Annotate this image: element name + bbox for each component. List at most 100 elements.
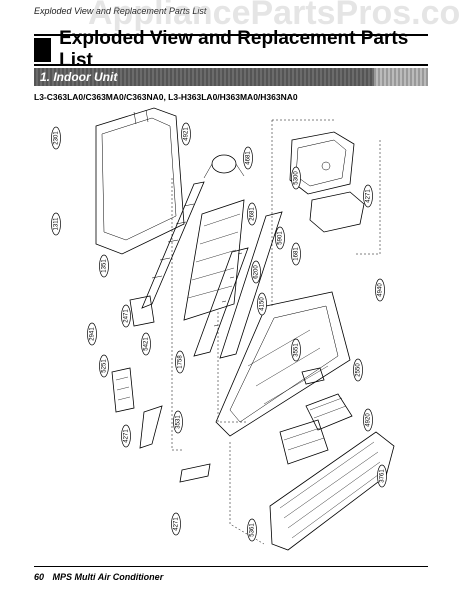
callout-oval [121,424,131,448]
control-box [289,131,355,195]
remote-holder [139,405,163,449]
cross-flow-fan [141,181,205,309]
callout-oval [275,226,285,250]
fan-motor [211,154,237,174]
part-number: 5361 [250,523,256,537]
part-number: 2550 [356,363,362,377]
callout-oval [99,354,109,378]
part-callout-4150: 4150 [257,292,267,316]
part-callout-5300: 5300 [291,166,301,190]
page-footer: 60 MPS Multi Air Conditioner [34,572,163,582]
callout-oval [247,202,257,226]
callout-oval [251,260,261,284]
callout-oval [377,464,387,488]
callout-oval [175,350,185,374]
callout-oval [51,126,61,150]
callout-oval [181,122,191,146]
callout-oval [173,410,183,434]
front-grille [215,291,351,437]
chassis-frame [95,107,185,255]
part-number: 4921 [184,127,190,141]
part-number: 1311 [54,217,60,231]
part-number: 4940 [378,283,384,297]
part-number: 1681 [294,247,300,261]
part-callout-4681: 4681 [243,146,253,170]
part-number: 3551 [294,343,300,357]
part-callout-1311: 1311 [51,212,61,236]
part-callout-4271: 4271 [363,184,373,208]
part-number: 4681 [246,151,252,165]
part-callout-2471: 2471 [121,304,131,328]
title-bar: Exploded View and Replacement Parts List [34,28,428,71]
callout-oval [243,146,253,170]
part-callout-2681: 2681 [247,202,257,226]
part-callout-5901: 5901 [275,226,285,250]
part-callout-4940: 4940 [375,278,385,302]
part-number: 5901 [278,231,284,245]
section-bar: 1. Indoor Unit [34,68,428,86]
part-number: 4271 [174,517,180,531]
footer-rule [34,566,428,567]
part-callout-5361: 5361 [247,518,257,542]
callout-oval [121,304,131,328]
part-callout-3761: 3761 [377,464,387,488]
part-number: 3761 [380,469,386,483]
page-number: 60 [34,572,45,582]
model-list: L3-C363LA0/C363MA0/C363NA0, L3-H363LA0/H… [34,92,298,102]
part-number: 5251 [102,359,108,373]
page-title: Exploded View and Replacement Parts List [59,28,409,71]
air-filter [305,393,353,431]
part-callout-2301: 2301 [51,126,61,150]
footer-text: MPS Multi Air Conditioner [52,572,164,582]
part-number: 5300 [294,171,300,185]
part-callout-3531: 3531 [173,410,183,434]
part-callout-1758: 1758 [175,350,185,374]
part-number: 4920 [366,413,372,427]
part-callout-6200: 6200 [251,260,261,284]
callout-oval [375,278,385,302]
side-bracket [111,367,135,413]
part-number: 4271 [366,189,372,203]
part-callout-4921: 4921 [181,122,191,146]
callout-oval [291,338,301,362]
running-head: Exploded View and Replacement Parts List [34,6,207,16]
part-number: 2681 [250,207,256,221]
callout-oval [363,184,373,208]
callout-oval [141,332,151,356]
display-bracket [179,463,211,483]
callout-oval [257,292,267,316]
exploded-diagram: 2301 1311 4681 2681 4921 5300 4271 5901 6200 4940… [51,107,395,551]
callout-oval [291,242,301,266]
part-number: 2941 [90,327,96,341]
part-callout-1681: 1681 [291,242,301,266]
callout-oval [171,512,181,536]
part-number: 6200 [254,265,260,279]
part-callout-4271: 4271 [171,512,181,536]
callout-oval [87,322,97,346]
part-number: 2471 [124,309,130,323]
title-marker [34,38,52,62]
callout-oval [363,408,373,432]
part-callout-4271: 4271 [121,424,131,448]
part-callout-2550: 2550 [353,358,363,382]
callout-oval [247,518,257,542]
small-part [301,367,325,385]
stepping-motor [129,295,155,327]
section-tab [374,68,428,86]
part-number: 4271 [124,429,130,443]
drain-pan [219,211,283,359]
part-callout-5421: 5421 [141,332,151,356]
part-number: 1351 [102,259,108,273]
part-callout-4920: 4920 [363,408,373,432]
section-title: 1. Indoor Unit [40,70,118,84]
part-number: 1758 [178,355,184,369]
part-number: 4150 [260,297,266,311]
callout-oval [353,358,363,382]
part-number: 3531 [176,415,182,429]
part-callout-5251: 5251 [99,354,109,378]
part-number: 5421 [144,337,150,351]
part-number: 2301 [54,131,60,145]
watermark: AppliancePartsPros.com [88,0,461,32]
callout-oval [99,254,109,278]
pcb-board [309,191,365,233]
